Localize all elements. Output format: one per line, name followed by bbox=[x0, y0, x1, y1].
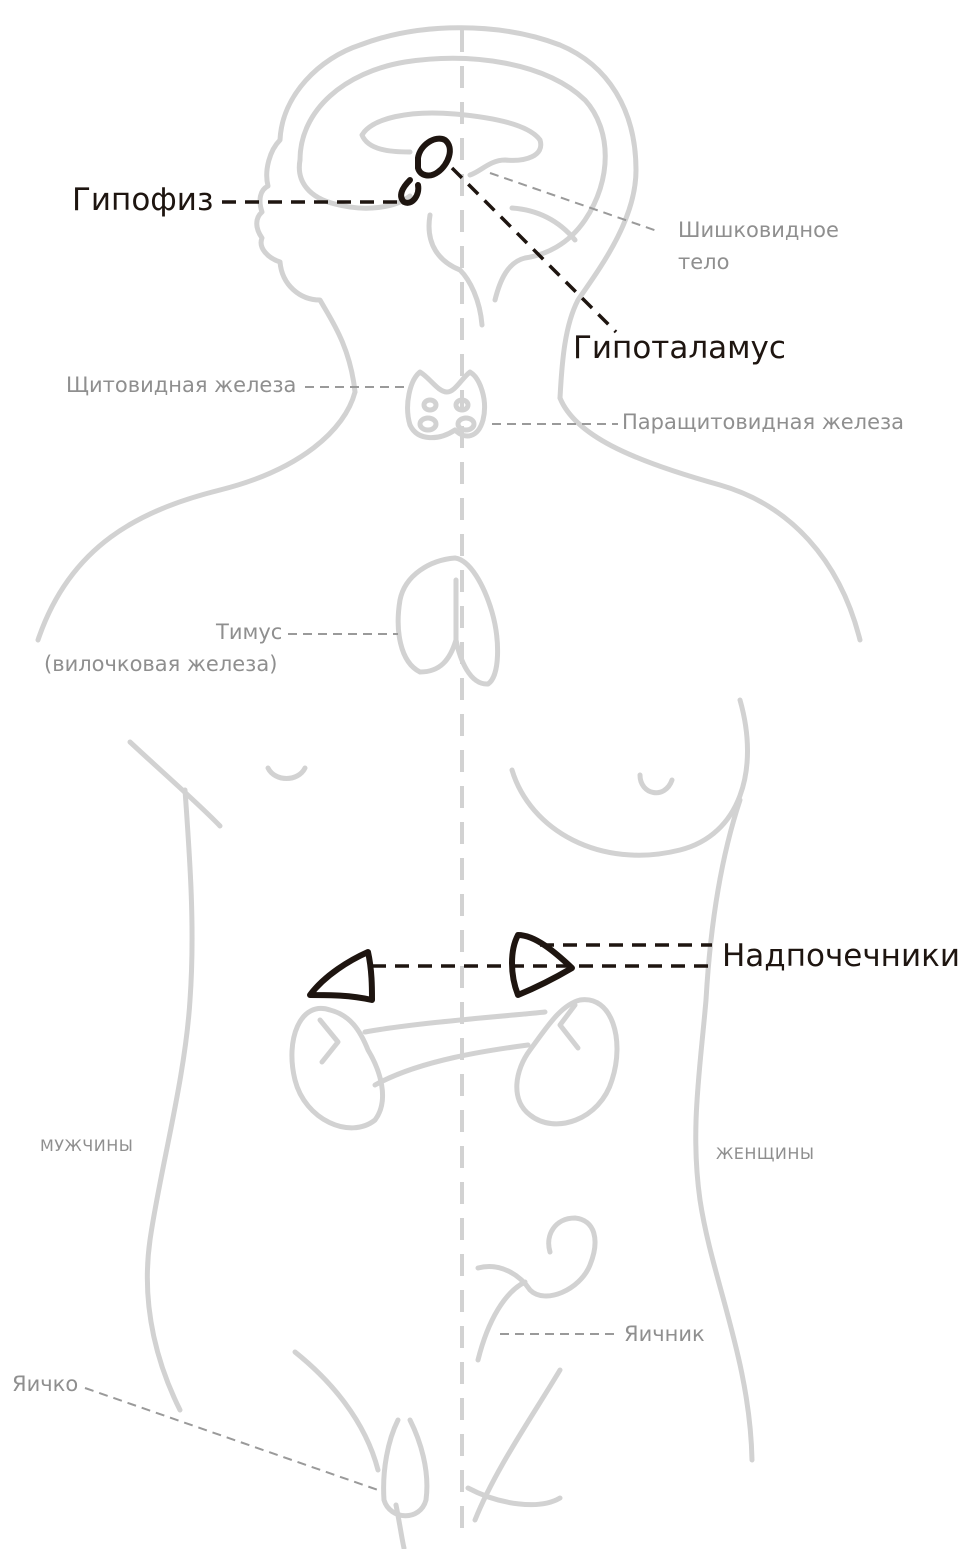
shoulder-left bbox=[38, 392, 355, 640]
label-testis: Яичко bbox=[12, 1372, 78, 1396]
pituitary-gland bbox=[418, 139, 450, 176]
pituitary-stalk bbox=[401, 180, 418, 203]
label-thyroid: Щитовидная железа bbox=[66, 373, 296, 397]
label-thymus-line2: (вилочковая железа) bbox=[44, 652, 277, 676]
label-female: ЖЕНЩИНЫ bbox=[716, 1144, 815, 1163]
label-adrenals: Надпочечники bbox=[722, 938, 960, 974]
parathyroid-gland bbox=[458, 418, 474, 430]
label-pineal-line1: Шишковидное bbox=[678, 218, 839, 242]
label-pineal-line2: тело bbox=[678, 250, 729, 274]
kidney-vessels bbox=[320, 1005, 578, 1085]
female-torso-outline bbox=[696, 800, 752, 1460]
ovary bbox=[478, 1282, 525, 1360]
leg-line-left bbox=[295, 1352, 378, 1470]
parathyroid-gland bbox=[424, 400, 436, 410]
brainstem bbox=[429, 208, 575, 325]
uterus-tube bbox=[478, 1218, 595, 1296]
adrenal-gland-left bbox=[310, 952, 372, 1000]
label-thymus-line1: Тимус bbox=[216, 620, 282, 644]
leader-testis bbox=[85, 1388, 378, 1490]
thymus-gland bbox=[398, 558, 497, 684]
label-hypothalamus: Гипоталамус bbox=[573, 330, 786, 366]
kidney-left bbox=[292, 1008, 383, 1127]
shoulder-right bbox=[560, 398, 860, 640]
male-arm-line bbox=[130, 742, 220, 826]
male-genitals bbox=[384, 1420, 427, 1548]
parathyroid-gland bbox=[420, 418, 436, 430]
male-torso-outline bbox=[147, 790, 192, 1410]
label-parathyroid: Паращитовидная железа bbox=[622, 410, 904, 434]
label-pituitary: Гипофиз bbox=[72, 182, 213, 218]
female-breast bbox=[512, 700, 748, 855]
label-ovary: Яичник bbox=[624, 1322, 705, 1346]
female-nipple bbox=[640, 775, 672, 793]
label-male: МУЖЧИНЫ bbox=[40, 1136, 133, 1155]
male-nipple bbox=[268, 768, 305, 779]
